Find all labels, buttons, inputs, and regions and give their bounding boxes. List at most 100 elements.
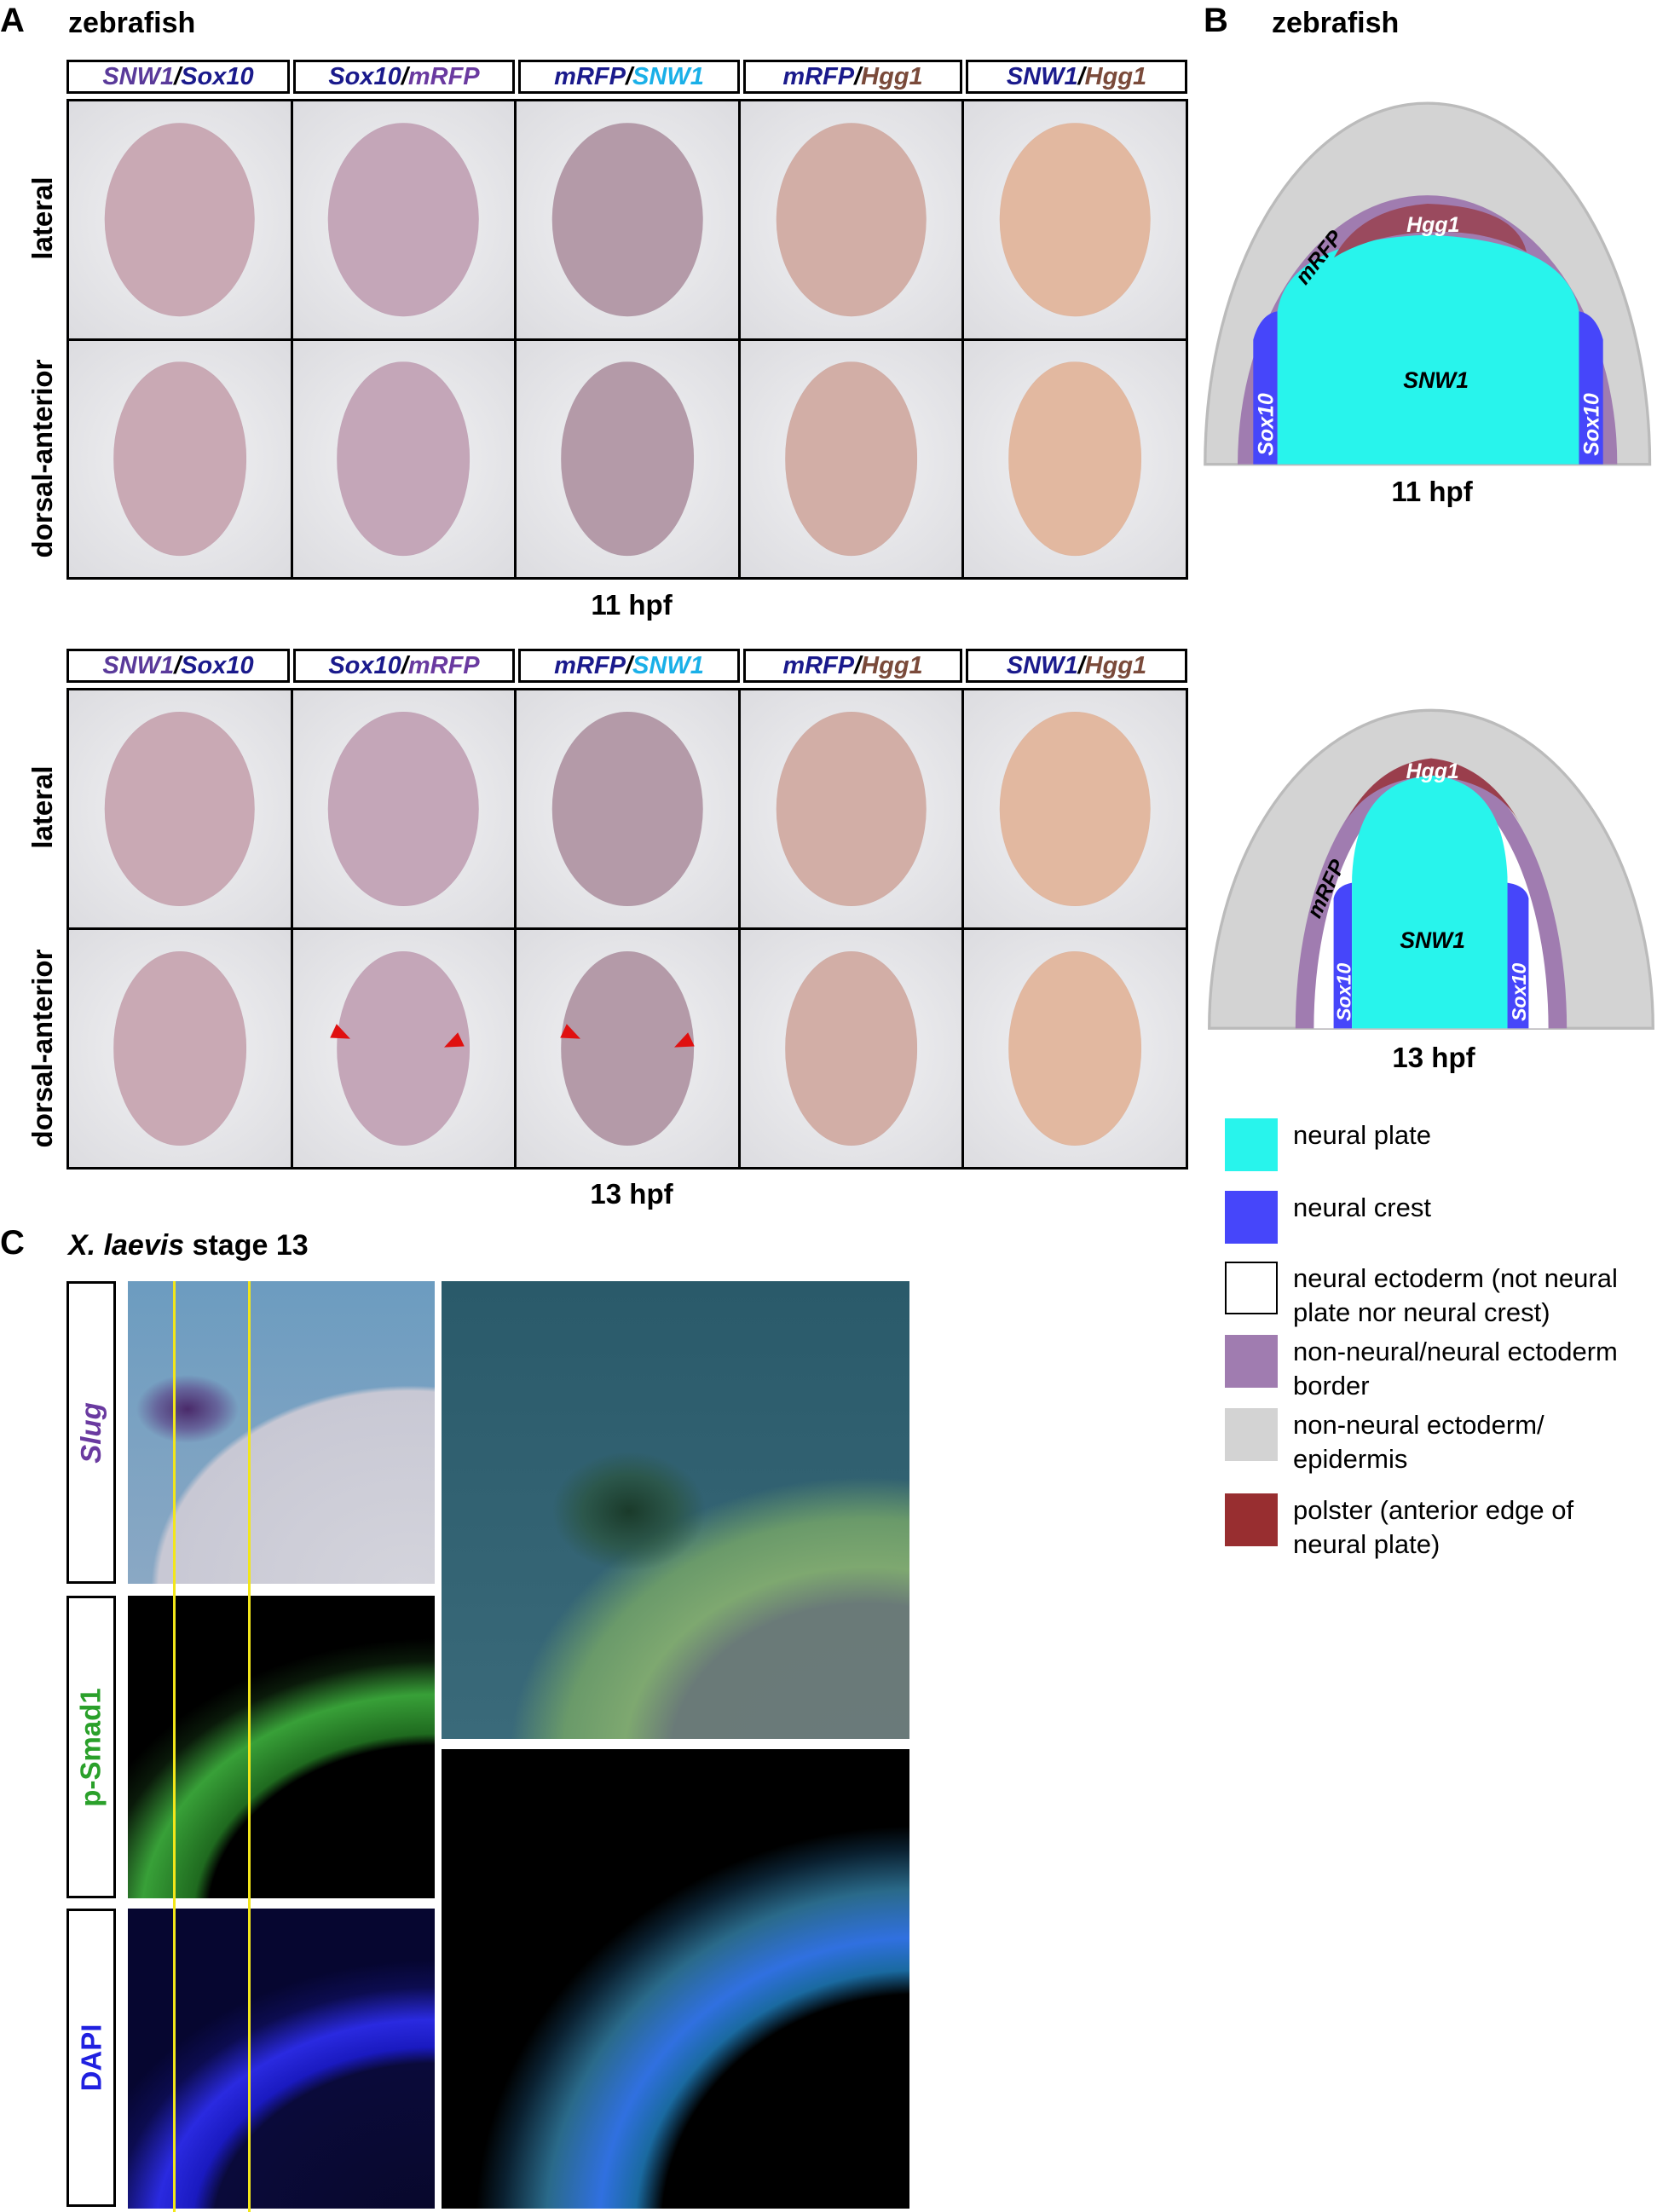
- gene-1: SNW1: [1006, 651, 1078, 679]
- polster-region: [1334, 203, 1527, 258]
- legend-label: non-neural/neural ectoderm border: [1293, 1337, 1618, 1401]
- embryo-dorsal-anterior-image: [517, 930, 738, 1167]
- gene-2: SNW1: [632, 62, 704, 90]
- diagram-13hpf-stage: 13 hpf: [1392, 1042, 1475, 1073]
- embryo: [1008, 951, 1142, 1146]
- legend-swatch: [1225, 1408, 1278, 1461]
- psmad1-fluorescence-image: [128, 1596, 435, 1898]
- panel-a-letter: A: [0, 2, 25, 39]
- embryo: [104, 122, 256, 317]
- panel-c-title: X. laevis stage 13: [68, 1229, 309, 1262]
- embryo-dorsal-anterior-image: [517, 340, 738, 577]
- section-line-right: [248, 1281, 251, 2212]
- label-hgg1: Hgg1: [1406, 759, 1459, 783]
- separator: /: [1077, 62, 1085, 90]
- embryo: [776, 712, 927, 906]
- column-header: Sox10/mRFP: [293, 60, 515, 94]
- column-header: Sox10/mRFP: [293, 649, 515, 683]
- legend-item: neural plate: [1225, 1118, 1651, 1171]
- embryo-lateral-image: [292, 690, 515, 927]
- row-label-dapi: DAPI: [66, 1909, 116, 2207]
- gene-1: Sox10: [328, 651, 401, 679]
- legend-label: neural plate: [1293, 1120, 1432, 1150]
- legend-item: neural ectoderm (not neural plate nor ne…: [1225, 1262, 1651, 1330]
- legend-item: neural crest: [1225, 1191, 1651, 1244]
- gene-2: mRFP: [407, 62, 480, 90]
- embryo: [551, 122, 703, 317]
- column-header: mRFP/Hgg1: [743, 649, 962, 683]
- embryo-lateral-image: [740, 101, 962, 338]
- separator: /: [854, 651, 862, 679]
- separator: /: [174, 651, 182, 679]
- row-label-psmad1: p-Smad1: [66, 1596, 116, 1898]
- embryo-dorsal-anterior-image: [740, 930, 962, 1167]
- legend-label: neural crest: [1293, 1193, 1431, 1222]
- column-header: mRFP/SNW1: [518, 60, 740, 94]
- polster-region: [1344, 758, 1521, 823]
- embryo: [551, 712, 703, 906]
- embryo-dorsal-anterior-image: [69, 930, 291, 1167]
- separator: /: [625, 651, 633, 679]
- legend-item: non-neural/neural ectoderm border: [1225, 1335, 1651, 1403]
- gene-1: mRFP: [554, 62, 626, 90]
- embryo: [784, 951, 918, 1146]
- embryo: [784, 361, 918, 557]
- stage-label: 13 hpf: [590, 1178, 673, 1210]
- neural-crest-right: [1579, 311, 1603, 465]
- separator: /: [854, 62, 862, 90]
- legend-label: polster (anterior edge of neural plate): [1293, 1495, 1574, 1559]
- gene-1: SNW1: [102, 62, 175, 90]
- label-sox10-left: Sox10: [1255, 393, 1279, 456]
- embryo: [999, 712, 1151, 906]
- separator: /: [625, 62, 633, 90]
- row-label-lateral: lateral: [26, 176, 58, 260]
- stage-text: stage 13: [184, 1229, 309, 1262]
- neural-crest-left: [1333, 882, 1353, 1029]
- embryo-lateral-image: [964, 101, 1186, 338]
- gene-2: Hgg1: [861, 62, 923, 90]
- legend-swatch: [1225, 1118, 1278, 1171]
- separator: /: [1077, 651, 1085, 679]
- legend-label: non-neural ectoderm/ epidermis: [1293, 1410, 1544, 1474]
- gene-2: Hgg1: [1084, 62, 1147, 90]
- stage-label: 11 hpf: [591, 589, 673, 621]
- neural-plate-region: [1277, 234, 1579, 465]
- slug-in-situ-image: [128, 1281, 435, 1584]
- dapi-fluorescence-image: [128, 1909, 435, 2209]
- column-header: mRFP/Hgg1: [743, 60, 962, 94]
- row-label-dorsal-anterior: dorsal-anterior: [26, 949, 58, 1148]
- species-name: X. laevis: [68, 1229, 185, 1262]
- legend-swatch: [1225, 1493, 1278, 1546]
- embryo-dorsal-anterior-image: [69, 340, 291, 577]
- neural-crest-right: [1507, 882, 1529, 1029]
- embryo: [561, 951, 694, 1146]
- gene-2: SNW1: [632, 651, 704, 679]
- gene-2: Hgg1: [861, 651, 923, 679]
- embryo-dorsal-anterior-image: [964, 340, 1186, 577]
- panel-b-title: zebrafish: [1272, 7, 1400, 39]
- embryo: [104, 712, 256, 906]
- legend-swatch: [1225, 1191, 1278, 1244]
- legend-swatch: [1225, 1262, 1278, 1314]
- neural-plate-region: [1352, 775, 1508, 1029]
- row-label-lateral: lateral: [26, 765, 58, 849]
- embryo-lateral-image: [517, 101, 738, 338]
- label-sox10-right: Sox10: [1580, 393, 1604, 456]
- label-hgg1: Hgg1: [1406, 213, 1459, 237]
- gene-1: SNW1: [1006, 62, 1078, 90]
- embryo: [328, 122, 479, 317]
- embryo-lateral-image: [69, 690, 291, 927]
- embryo-lateral-image: [964, 690, 1186, 927]
- gene-1: mRFP: [782, 651, 855, 679]
- gene-2: mRFP: [407, 651, 480, 679]
- panel-b-letter: B: [1204, 2, 1228, 39]
- embryo-dorsal-anterior-image: [740, 340, 962, 577]
- diagram-11hpf: Hgg1 mRFP SNW1 Sox10 Sox10: [1204, 101, 1652, 466]
- embryo: [113, 951, 246, 1146]
- slug-psmad1-merge-closeup: [442, 1281, 909, 1739]
- embryo: [776, 122, 927, 317]
- gene-1: Sox10: [328, 62, 401, 90]
- legend-label: neural ectoderm (not neural plate nor ne…: [1293, 1263, 1618, 1327]
- embryo-lateral-image: [740, 690, 962, 927]
- embryo-dorsal-anterior-image: [292, 340, 515, 577]
